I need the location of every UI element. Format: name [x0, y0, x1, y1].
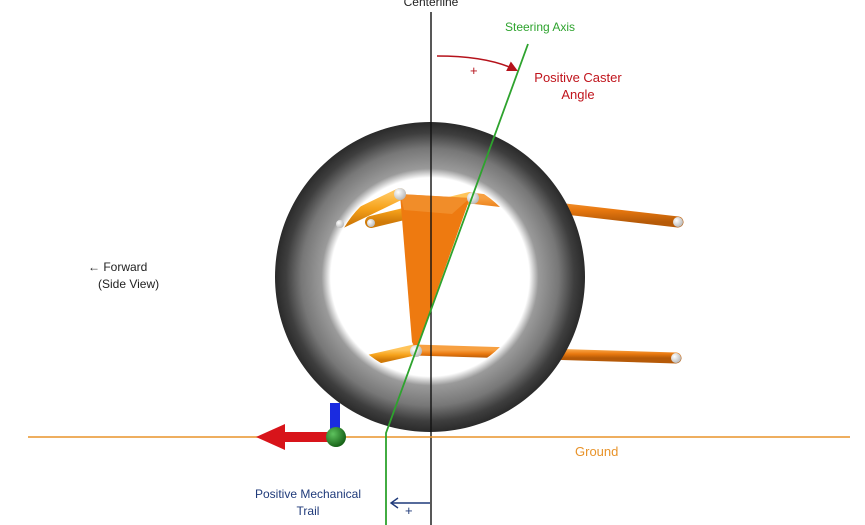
- steering-axis-label: Steering Axis: [505, 20, 576, 34]
- forward-label: ← Forward: [88, 260, 148, 274]
- left-arrow-icon: [389, 497, 430, 509]
- caster-angle-label-line1: Positive Caster: [534, 70, 622, 85]
- caster-angle-label-line2: Angle: [561, 87, 595, 102]
- steering-axis-line: [385, 43, 529, 525]
- caster-sign: +: [470, 63, 478, 78]
- tire: [275, 122, 586, 432]
- ground-label: Ground: [575, 444, 619, 459]
- trail-label-line1: Positive Mechanical: [254, 487, 362, 501]
- trail-sign: +: [405, 503, 413, 518]
- curved-arrow-icon: [436, 55, 518, 71]
- coordinate-axes: [256, 403, 346, 450]
- upright-knuckle: [400, 194, 470, 350]
- trail-label-line2: Trail: [296, 504, 320, 518]
- centerline-label: Centerline: [403, 0, 459, 9]
- ball-joints: [336, 188, 479, 357]
- axis-origin-icon: [326, 427, 346, 447]
- side-view-label: (Side View): [98, 277, 160, 291]
